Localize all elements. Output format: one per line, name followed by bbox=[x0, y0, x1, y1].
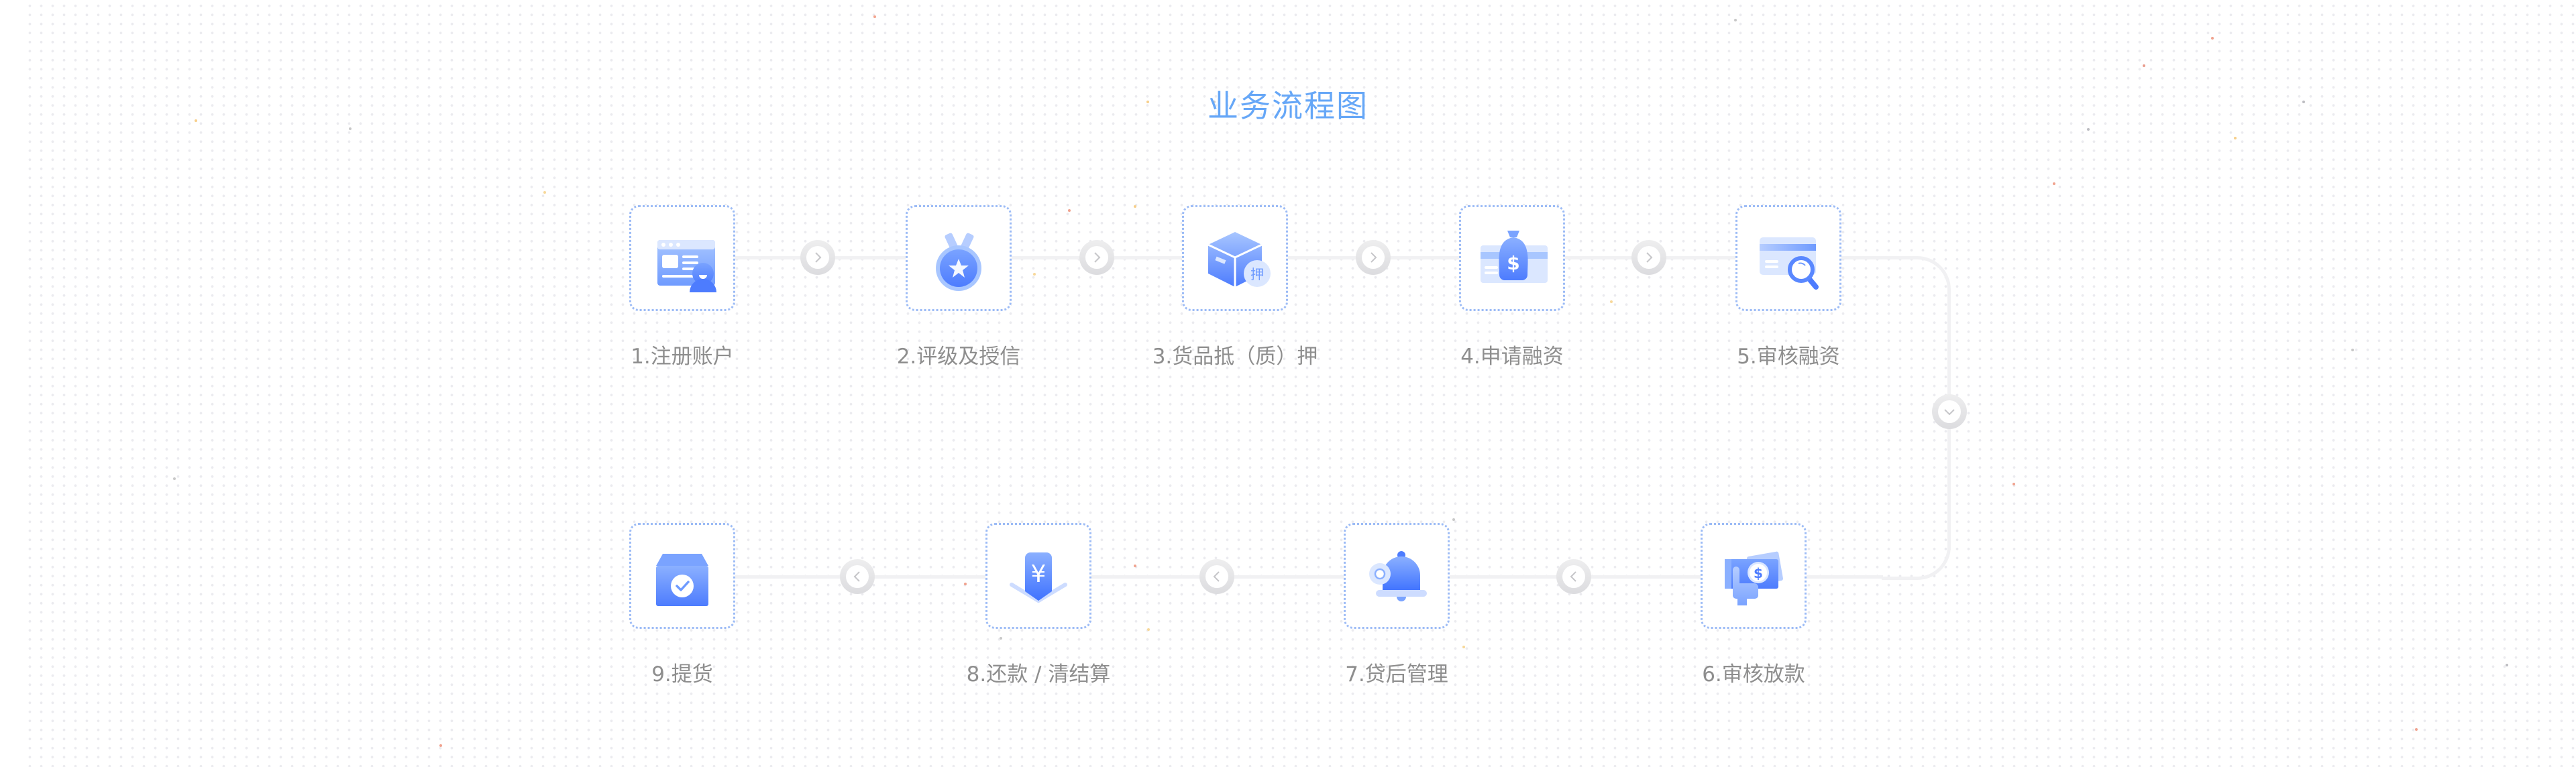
accent-dot bbox=[2211, 37, 2214, 40]
accent-dot bbox=[2087, 128, 2090, 131]
accent-dot bbox=[2053, 182, 2055, 185]
accent-dot bbox=[2012, 483, 2015, 485]
step-card-2[interactable] bbox=[906, 205, 1012, 311]
step-card-3[interactable]: 押 bbox=[1182, 205, 1288, 311]
accent-dot bbox=[439, 744, 442, 747]
accent-dot bbox=[543, 191, 546, 194]
accent-dot bbox=[1068, 209, 1071, 212]
accent-dot bbox=[1213, 101, 1216, 103]
step-card-8[interactable]: ¥ bbox=[985, 523, 1091, 629]
arrow-right-3 bbox=[1356, 240, 1391, 275]
step-card-4[interactable]: $ bbox=[1459, 205, 1565, 311]
chevron-right-icon bbox=[1646, 252, 1653, 263]
step-label-2: 2.评级及授信 bbox=[896, 345, 1021, 369]
accent-dot bbox=[1033, 273, 1036, 276]
dot-grid-background bbox=[23, 0, 2576, 767]
step-card-6[interactable]: $ bbox=[1701, 523, 1807, 629]
accent-dot bbox=[1452, 518, 1455, 521]
chevron-left-icon bbox=[1570, 571, 1576, 582]
accent-dot bbox=[1146, 101, 1149, 103]
medal-icon bbox=[936, 233, 981, 291]
accent-dot bbox=[2143, 64, 2145, 67]
bell-gear-icon bbox=[1369, 551, 1427, 601]
step-label-7: 7.贷后管理 bbox=[1345, 662, 1448, 687]
accent-dot bbox=[1462, 646, 1465, 648]
yuan-download-icon: ¥ bbox=[1010, 552, 1067, 603]
accent-dot bbox=[1610, 300, 1613, 303]
accent-dot bbox=[2351, 349, 2354, 351]
arrow-left-3 bbox=[840, 559, 875, 594]
chevron-left-icon bbox=[853, 571, 860, 582]
yuan-sign-text: ¥ bbox=[1031, 560, 1046, 588]
accent-dot bbox=[2415, 728, 2418, 731]
register-account-icon bbox=[657, 240, 716, 292]
accent-dot bbox=[873, 15, 876, 18]
chevron-right-icon bbox=[1371, 252, 1377, 263]
accent-dot bbox=[1134, 205, 1136, 208]
card-search-icon bbox=[1760, 237, 1819, 290]
dollar-sign-text: $ bbox=[1507, 252, 1519, 274]
page-title: 业务流程图 bbox=[1208, 88, 1368, 124]
accent-dot bbox=[1000, 637, 1002, 640]
accent-dot bbox=[1134, 565, 1136, 567]
step-label-1: 1.注册账户 bbox=[631, 345, 734, 369]
accent-dot bbox=[1734, 19, 1737, 21]
step-label-4: 4.申请融资 bbox=[1460, 345, 1564, 369]
chevron-down-icon bbox=[1944, 409, 1955, 416]
chevron-left-icon bbox=[1213, 571, 1220, 582]
step-card-1[interactable] bbox=[629, 205, 735, 311]
cash-hand-icon: $ bbox=[1725, 551, 1783, 605]
arrow-left-2 bbox=[1199, 559, 1234, 594]
accent-dot bbox=[195, 119, 197, 122]
connector-line-bottom bbox=[735, 575, 1883, 579]
accent-dot bbox=[964, 583, 967, 585]
dollar-sign-text: $ bbox=[1754, 565, 1763, 581]
money-bag-icon: $ bbox=[1481, 231, 1548, 283]
chevron-right-icon bbox=[1094, 252, 1101, 263]
step-label-8: 8.还款 / 清结算 bbox=[966, 662, 1111, 687]
arrow-down bbox=[1932, 394, 1967, 429]
pledge-box-icon: 押 bbox=[1208, 232, 1271, 287]
step-card-5[interactable] bbox=[1735, 205, 1841, 311]
box-check-icon bbox=[656, 554, 708, 606]
connector-line-top bbox=[735, 256, 1915, 259]
arrow-right-1 bbox=[800, 240, 835, 275]
step-label-9: 9.提货 bbox=[651, 662, 713, 687]
step-label-6: 6.审核放款 bbox=[1702, 662, 1805, 687]
step-label-3: 3.货品抵（质）押 bbox=[1152, 345, 1318, 369]
step-card-9[interactable] bbox=[629, 523, 735, 629]
step-label-5: 5.审核融资 bbox=[1737, 345, 1840, 369]
pledge-badge-text: 押 bbox=[1250, 266, 1264, 282]
accent-dot bbox=[2234, 137, 2237, 139]
arrow-right-4 bbox=[1631, 240, 1666, 275]
accent-dot bbox=[2506, 664, 2508, 666]
arrow-left-1 bbox=[1556, 559, 1591, 594]
accent-dot bbox=[173, 477, 176, 480]
chevron-right-icon bbox=[815, 252, 822, 263]
arrow-right-2 bbox=[1079, 240, 1114, 275]
accent-dot bbox=[349, 127, 352, 130]
step-card-7[interactable] bbox=[1344, 523, 1450, 629]
accent-dot bbox=[2302, 101, 2305, 103]
accent-dot bbox=[1147, 628, 1150, 631]
